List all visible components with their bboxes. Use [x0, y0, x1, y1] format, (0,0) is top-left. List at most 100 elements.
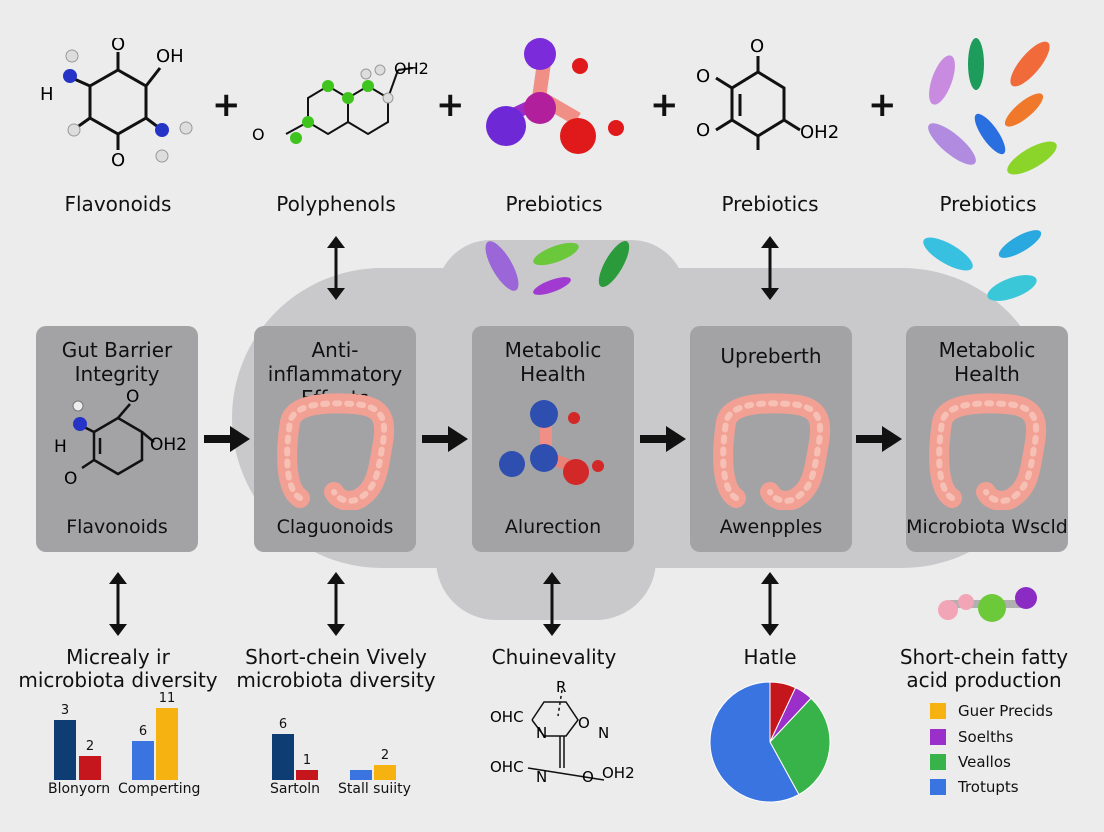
- top-label-prebiotics: Prebiotics: [505, 192, 603, 216]
- bar-value-label: 6: [138, 723, 148, 739]
- legend-item: Guer Precids: [930, 700, 1053, 722]
- svg-text:O: O: [578, 714, 590, 732]
- bar: [156, 708, 178, 780]
- svg-text:OH: OH: [156, 46, 184, 67]
- svg-text:N: N: [536, 724, 547, 742]
- category-label: Blonyorn: [48, 781, 111, 797]
- svg-text:OHC: OHC: [490, 708, 524, 726]
- svg-text:OH2: OH2: [602, 764, 635, 782]
- svg-text:O: O: [696, 66, 710, 87]
- plus-sign: +: [212, 85, 241, 125]
- bottom-label: Chuinevality: [491, 645, 617, 669]
- svg-text:H: H: [54, 437, 67, 457]
- double-arrow-icon: [761, 572, 779, 636]
- svg-text:OH2: OH2: [150, 435, 187, 455]
- plus-sign: +: [436, 85, 465, 125]
- plus-sign: +: [650, 85, 679, 125]
- panel-upreberth: Upreberth Awenpples: [690, 326, 852, 552]
- svg-text:O: O: [111, 38, 125, 55]
- panel-footer: Awenpples: [719, 516, 823, 538]
- panel-footer: Alurection: [504, 516, 602, 538]
- top-label-prebiotics: Prebiotics: [721, 192, 819, 216]
- bar-value-label: 2: [85, 739, 95, 754]
- svg-text:N: N: [598, 724, 609, 742]
- double-arrow-icon: [543, 572, 561, 636]
- top-label-prebiotics: Prebiotics: [939, 192, 1037, 216]
- svg-text:O: O: [696, 120, 710, 141]
- svg-text:N: N: [536, 768, 547, 786]
- bar-value-label: 3: [60, 703, 70, 718]
- legend-swatch: [930, 754, 946, 770]
- plus-sign: +: [868, 85, 897, 125]
- double-arrow-icon: [761, 236, 779, 300]
- molecule-3d-icon: [499, 400, 604, 485]
- intestine-icon: [929, 393, 1047, 510]
- bar: [296, 770, 318, 780]
- double-arrow-icon: [109, 572, 127, 636]
- bar-value-label: 1: [302, 753, 312, 768]
- panel-footer: Claguonoids: [276, 516, 394, 538]
- molecule-3d-icon: [486, 38, 624, 154]
- svg-text:H: H: [40, 84, 54, 105]
- bacteria-icon: [923, 230, 1042, 301]
- molecule-3d-icon: [938, 587, 1037, 622]
- svg-text:OH2: OH2: [800, 122, 839, 143]
- pie-slice: [709, 681, 800, 803]
- arrow-right-icon: [422, 426, 468, 452]
- bar: [374, 764, 396, 780]
- molecule-icon: H O O OH: [40, 38, 193, 171]
- bar: [350, 770, 372, 780]
- bar: [132, 740, 154, 780]
- bar: [54, 720, 76, 780]
- legend-item: Veallos: [930, 751, 1011, 773]
- arrow-right-icon: [640, 426, 686, 452]
- category-label: Stall suiity: [338, 781, 411, 797]
- arrow-right-icon: [856, 426, 902, 452]
- bacteria-icon: [928, 38, 1057, 175]
- legend: Guer Precids Soelths Veallos Trotupts: [930, 700, 1080, 800]
- legend-swatch: [930, 703, 946, 719]
- molecule-icon: R OHC N O N OHC N O OH2: [490, 678, 635, 786]
- svg-text:O: O: [582, 768, 594, 786]
- top-label-polyphenols: Polyphenols: [276, 192, 396, 216]
- panel-footer: Flavonoids: [66, 516, 168, 538]
- double-arrow-icon: [327, 572, 345, 636]
- svg-text:R: R: [556, 678, 566, 696]
- legend-swatch: [930, 779, 946, 795]
- svg-text:OH2: OH2: [394, 59, 429, 78]
- bar: [272, 734, 294, 780]
- svg-text:O: O: [126, 388, 139, 407]
- bacteria-icon: [485, 241, 630, 295]
- legend-item: Soelths: [930, 726, 1013, 748]
- top-label-flavonoids: Flavonoids: [64, 192, 172, 216]
- svg-text:O: O: [64, 469, 77, 489]
- molecule-icon: O OH2: [252, 59, 429, 144]
- bottom-label: Hatle: [743, 645, 797, 669]
- intestine-icon: [713, 393, 831, 510]
- arrow-right-icon: [204, 426, 250, 452]
- svg-text:O: O: [750, 36, 764, 57]
- pie-slice: [769, 697, 831, 796]
- svg-text:OHC: OHC: [490, 758, 524, 776]
- panel-footer: Microbiota Wscld: [906, 516, 1068, 538]
- category-label: Sartoln: [270, 781, 321, 797]
- bar: [79, 756, 101, 780]
- category-label: Comperting: [118, 781, 201, 797]
- legend-swatch: [930, 729, 946, 745]
- svg-text:O: O: [252, 125, 265, 144]
- svg-text:O: O: [111, 150, 125, 171]
- molecule-icon: O O O OH2: [696, 36, 839, 150]
- panel-title: Upreberth: [720, 344, 822, 368]
- legend-item: Trotupts: [930, 776, 1019, 798]
- double-arrow-icon: [327, 236, 345, 300]
